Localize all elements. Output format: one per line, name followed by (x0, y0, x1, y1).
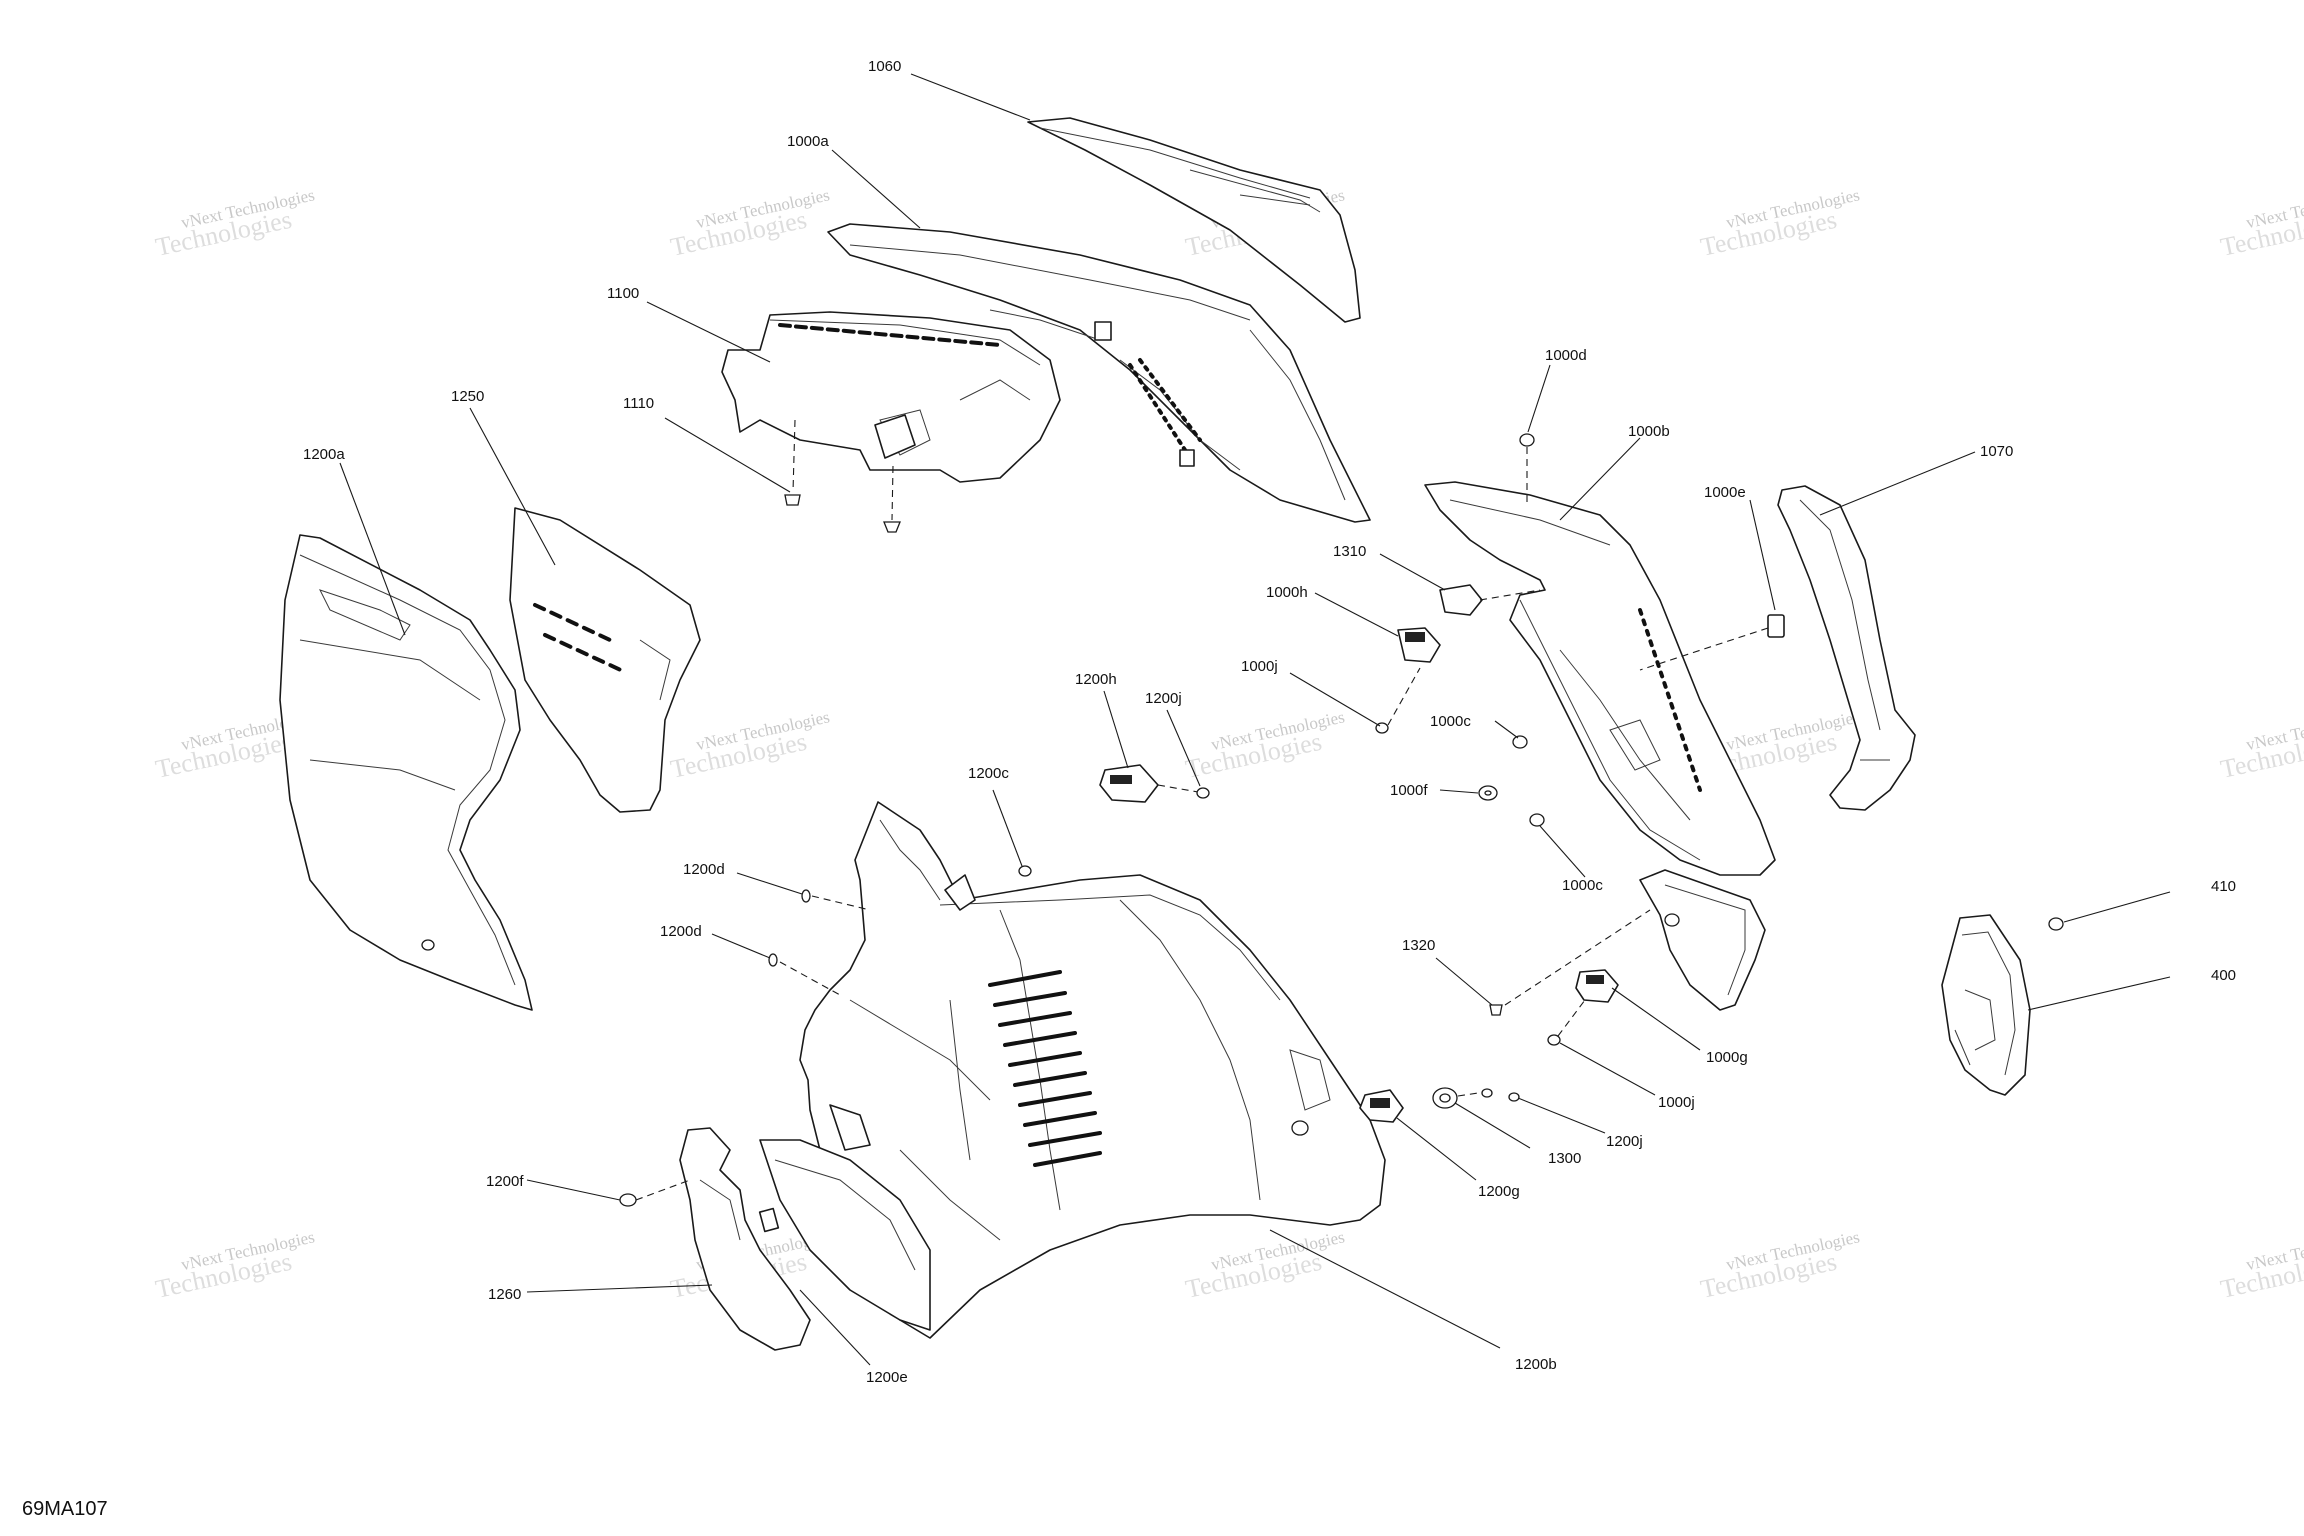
callout-1200j-top: 1200j (1145, 690, 1182, 707)
part-1260-bracket (679, 1127, 811, 1351)
clip-1200d-top (801, 889, 871, 911)
part-1100-bracket (721, 311, 1061, 483)
clip-1200h (1099, 764, 1199, 803)
screw-1320 (1489, 909, 1651, 1016)
fastener-1200j-bottom (1481, 1088, 1493, 1098)
part-1070-right-trim (1777, 485, 1916, 811)
callout-1100: 1100 (607, 285, 639, 302)
screw-1000j-bottom (1547, 999, 1586, 1046)
callout-1200f: 1200f (486, 1173, 524, 1190)
callout-1200d-top: 1200d (683, 861, 725, 878)
fastener-1000d (1519, 433, 1535, 505)
clip-1000g (1575, 969, 1619, 1003)
fastener-1300 (1432, 1087, 1486, 1109)
clip-1200d-bottom (768, 953, 841, 996)
part-1000b-lower-plate (1639, 869, 1766, 1011)
callout-1300: 1300 (1548, 1150, 1581, 1167)
callout-1200e: 1200e (866, 1369, 908, 1386)
callout-1260: 1260 (488, 1286, 521, 1303)
callout-1000g: 1000g (1706, 1049, 1748, 1066)
callout-1200c: 1200c (968, 765, 1009, 782)
part-1000b-right-cowl (1424, 481, 1776, 876)
callout-1200h: 1200h (1075, 671, 1117, 688)
fastener-1200j-top (1196, 787, 1210, 799)
fastener-1000e (1639, 614, 1785, 671)
fastener-410 (2048, 917, 2064, 931)
part-1060-top-trim (1027, 117, 1361, 323)
callout-1200b: 1200b (1515, 1356, 1557, 1373)
callout-1000f: 1000f (1390, 782, 1428, 799)
screw-1000j-top (1375, 667, 1421, 734)
figure-id: 69MA107 (22, 1498, 108, 1520)
part-1200a-side-panel (279, 534, 533, 1011)
callout-1000c-bottom: 1000c (1562, 877, 1603, 894)
callout-1110: 1110 (623, 395, 654, 412)
part-1000a-upper-cowl (827, 223, 1371, 523)
part-1250-inner-panel (509, 507, 701, 813)
callout-1200d-bottom: 1200d (660, 923, 702, 940)
callout-1000a: 1000a (787, 133, 829, 150)
callout-1200a: 1200a (303, 446, 345, 463)
callout-1060: 1060 (868, 58, 901, 75)
callout-1000b: 1000b (1628, 423, 1670, 440)
callout-1200j-bottom: 1200j (1606, 1133, 1643, 1150)
callout-1000j-bottom: 1000j (1658, 1094, 1695, 1111)
fastener-1000c-top (1512, 735, 1528, 749)
clip-1000h (1397, 627, 1441, 663)
callout-labels: 1060 1000a 1100 1110 1250 1200a 1000d 10… (303, 58, 2236, 1386)
leader-lines (339, 73, 2171, 1366)
callout-1320: 1320 (1402, 937, 1435, 954)
fastener-1000c-bottom (1529, 813, 1545, 827)
clip-1200g (1359, 1089, 1404, 1123)
callout-410: 410 (2211, 878, 2236, 895)
callout-1070: 1070 (1980, 443, 2013, 460)
callout-1000e: 1000e (1704, 484, 1746, 501)
part-1200b-lower-panel (799, 801, 1386, 1339)
callout-1000h: 1000h (1266, 584, 1308, 601)
fastener-1200j-bottom-2 (1508, 1092, 1520, 1102)
screw-1110 (784, 419, 901, 533)
callout-1310: 1310 (1333, 543, 1366, 560)
part-1200e-lower-piece (759, 1104, 931, 1331)
washer-1200f (619, 1179, 691, 1207)
washer-1000f (1478, 785, 1498, 801)
callout-1000d: 1000d (1545, 347, 1587, 364)
callout-400: 400 (2211, 967, 2236, 984)
callout-1000c-top: 1000c (1430, 713, 1471, 730)
callout-1200g: 1200g (1478, 1183, 1520, 1200)
callout-1000j-top: 1000j (1241, 658, 1278, 675)
part-400-housing (1941, 914, 2031, 1096)
fastener-1200c (1018, 865, 1032, 877)
clip-1310 (1439, 584, 1541, 616)
callout-1250: 1250 (451, 388, 484, 405)
